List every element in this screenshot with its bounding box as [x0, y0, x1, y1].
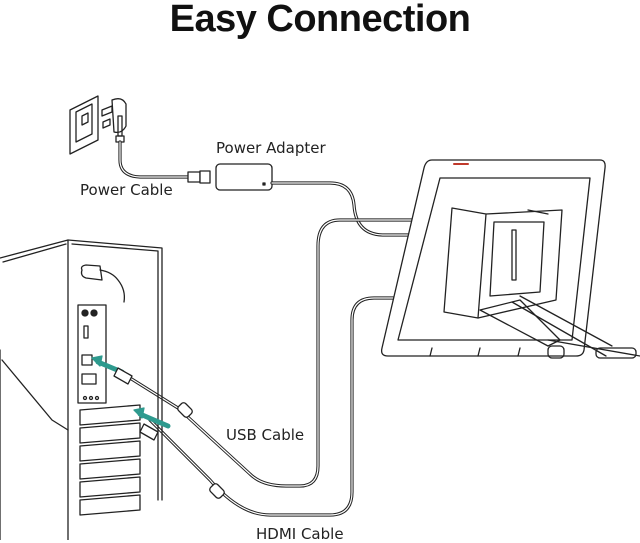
- label-usb-cable: USB Cable: [226, 426, 305, 444]
- computer-tower-icon: [0, 239, 163, 540]
- ferrite-core-icon: [177, 402, 225, 499]
- wall-outlet-icon: [69, 95, 99, 155]
- label-power-cable: Power Cable: [80, 181, 173, 199]
- hdmi-cable: [148, 296, 416, 517]
- label-power-adapter: Power Adapter: [216, 139, 326, 157]
- hdmi-port-arrow: [137, 411, 171, 429]
- label-hdmi-cable: HDMI Cable: [256, 525, 344, 543]
- power-adapter-icon: [215, 163, 273, 191]
- diagram-title: Easy Connection: [169, 0, 471, 40]
- power-cable: [118, 140, 192, 179]
- power-plug-icon: [101, 98, 127, 143]
- pen-display-icon: [380, 159, 640, 359]
